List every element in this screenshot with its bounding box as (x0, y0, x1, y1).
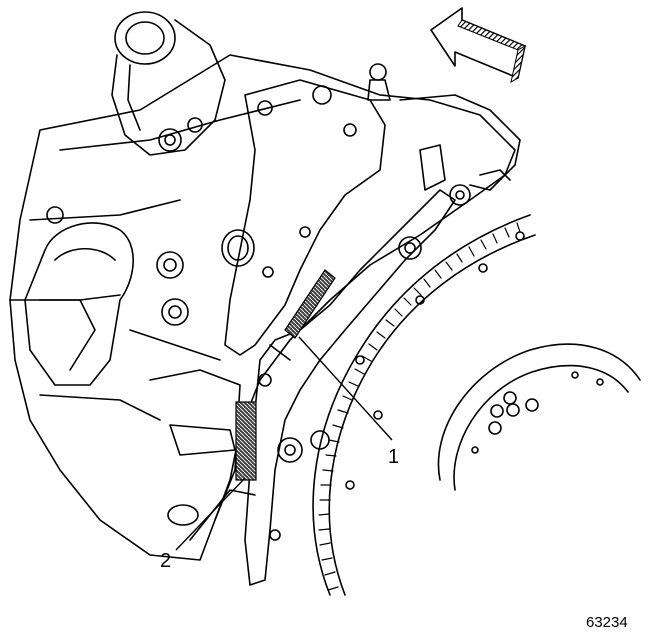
adapter-plate (221, 63, 391, 356)
callout-label-1: 1 (388, 446, 400, 468)
flexplate-disc (437, 343, 641, 491)
engine-rear-face (399, 94, 521, 191)
coolant-elbow-pipe (111, 11, 226, 156)
ring-gear-teeth (318, 222, 521, 591)
seal-lower-hatched (235, 401, 257, 481)
flywheel (312, 214, 536, 596)
callout-label-2: 2 (160, 550, 172, 572)
seal-upper-hatched (284, 269, 336, 339)
callout-2-leader (175, 477, 246, 551)
engine-block (9, 54, 516, 561)
bell-housing-flange (244, 184, 471, 586)
exhaust-pipe (24, 206, 189, 386)
callout-1-leader (298, 336, 393, 441)
direction-arrow-icon (430, 7, 527, 83)
lower-housing (149, 369, 256, 541)
figure-number: 63234 (586, 614, 628, 631)
